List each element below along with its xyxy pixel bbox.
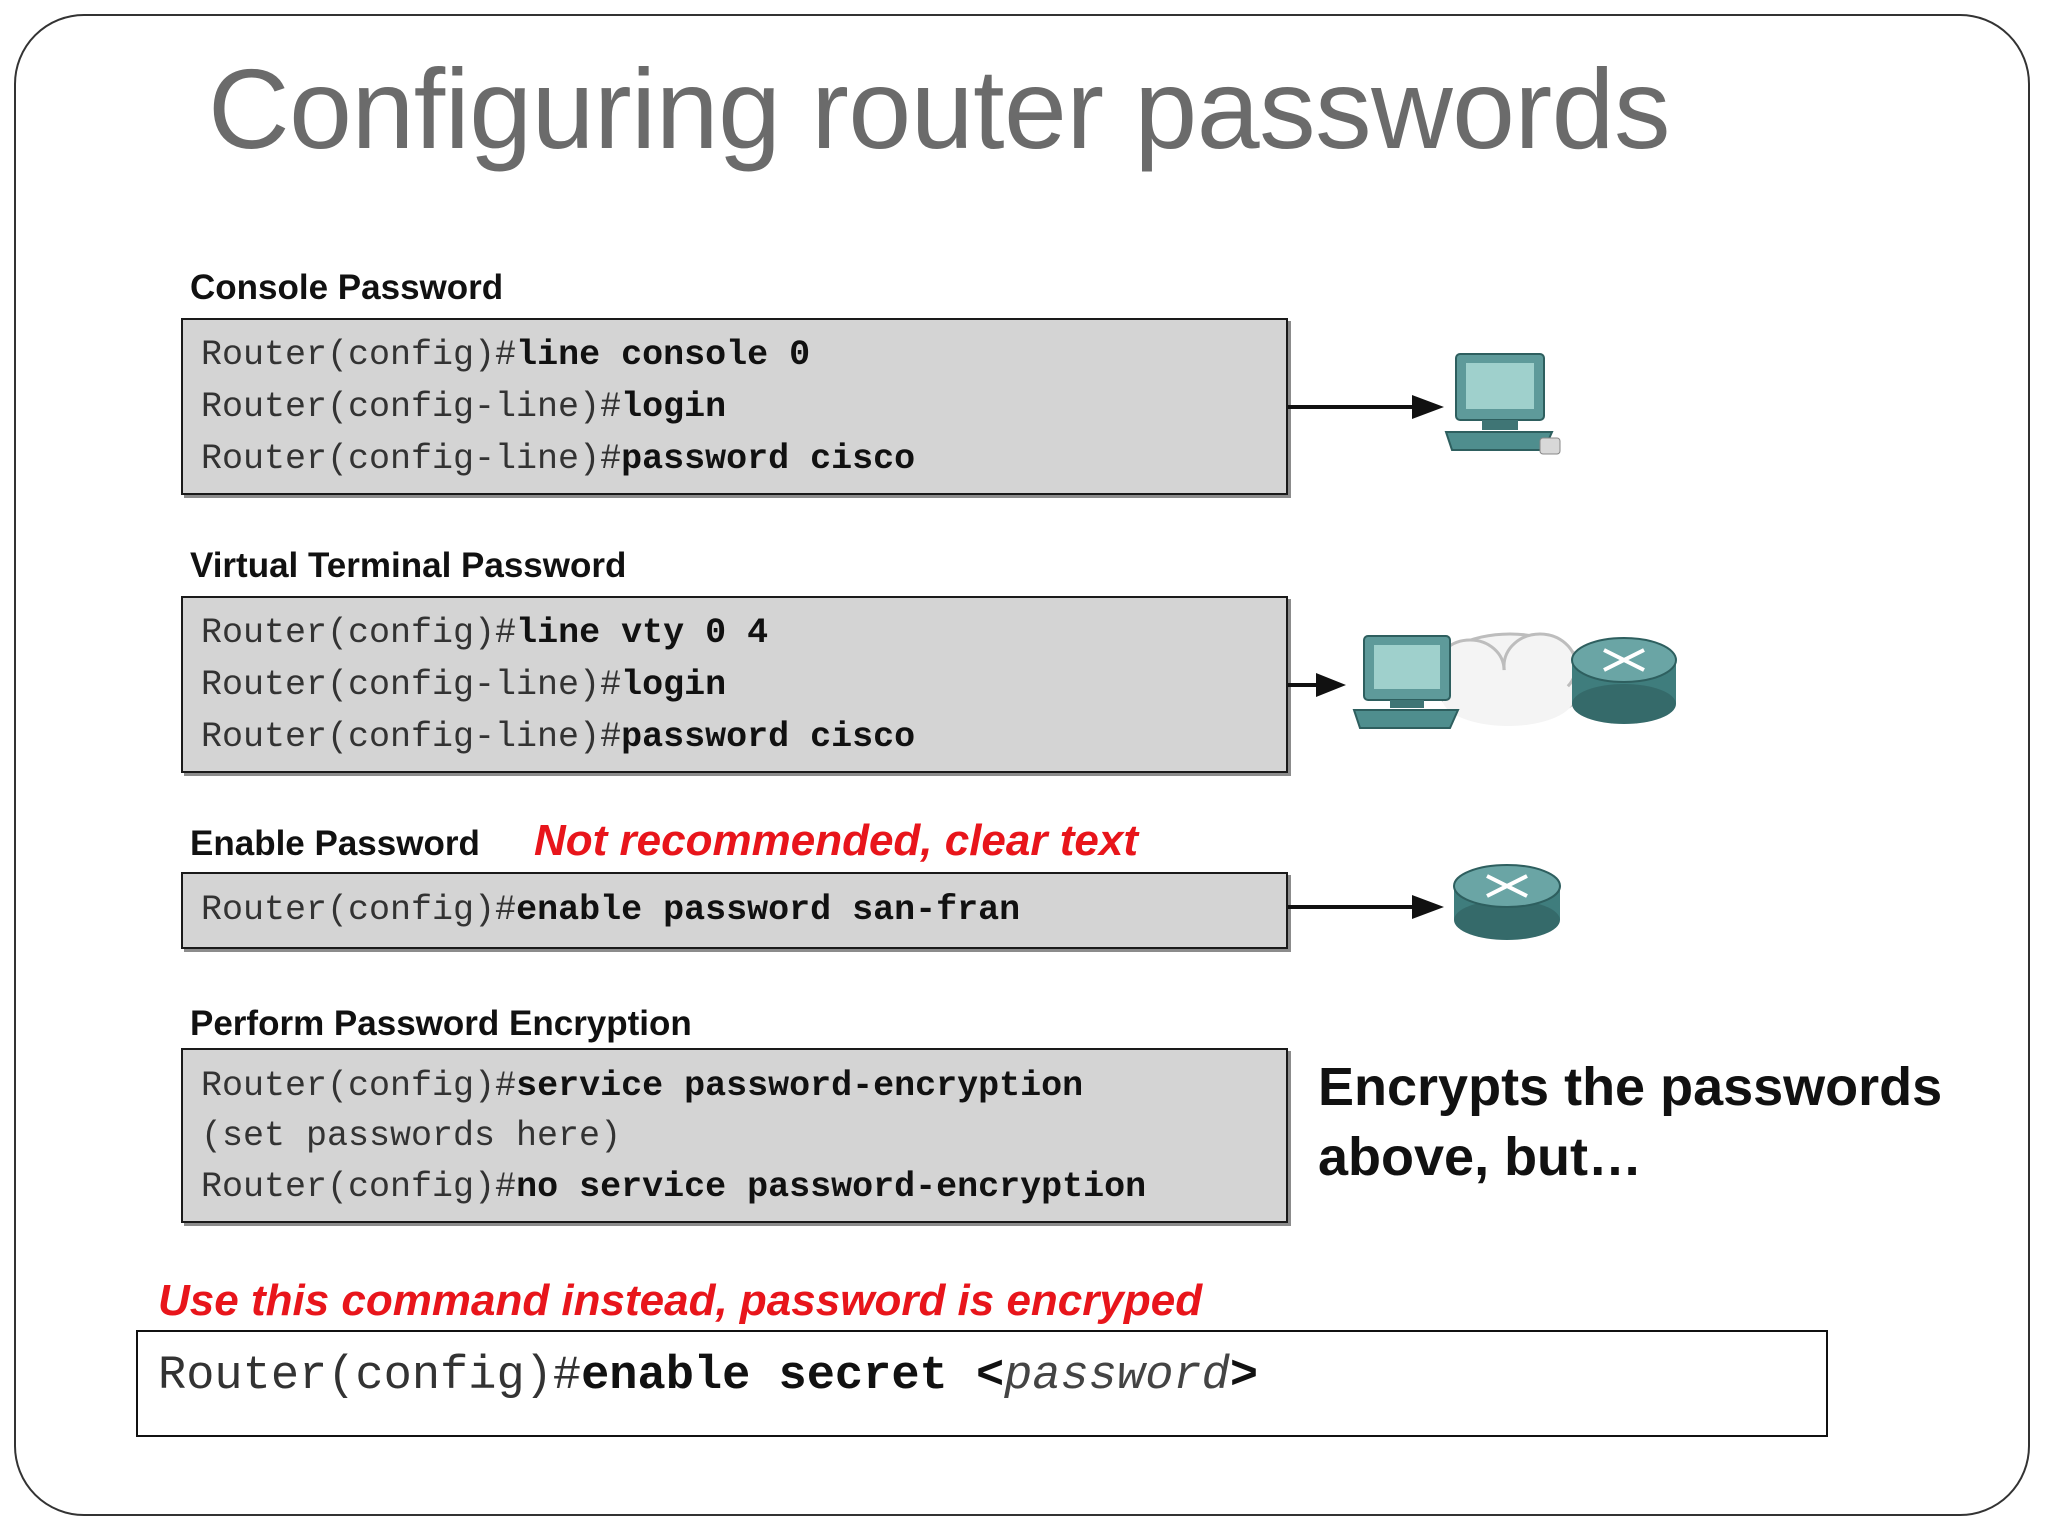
code-line: Router(config)#enable password san-fran <box>201 890 1021 930</box>
arrow-icon <box>1288 673 1346 697</box>
vty-password-label: Virtual Terminal Password <box>190 546 627 585</box>
code-line: Router(config)#line console 0 <box>201 335 811 375</box>
enable-secret-box: Router(config)#enable secret <password> <box>136 1330 1828 1437</box>
router-icon <box>1453 864 1561 940</box>
encrypts-note: Encrypts the passwords above, but… <box>1318 1052 1942 1192</box>
encrypts-note-line-2: above, but… <box>1318 1127 1643 1187</box>
use-secret-note: Use this command instead, password is en… <box>158 1276 1203 1325</box>
console-password-box: Router(config)#line console 0 Router(con… <box>181 318 1288 495</box>
pc-icon <box>1444 353 1561 455</box>
arrow-icon <box>1288 895 1444 919</box>
code-line: Router(config)#service password-encrypti… <box>201 1066 1084 1106</box>
slide-title: Configuring router passwords <box>208 46 1671 172</box>
pc-icon <box>1352 635 1460 729</box>
console-password-label: Console Password <box>190 268 504 307</box>
code-line: Router(config)#line vty 0 4 <box>201 613 769 653</box>
encryption-box: Router(config)#service password-encrypti… <box>181 1048 1288 1223</box>
enable-password-box: Router(config)#enable password san-fran <box>181 872 1288 949</box>
code-line: Router(config)#no service password-encry… <box>201 1167 1147 1207</box>
not-recommended-note: Not recommended, clear text <box>534 816 1138 865</box>
arrow-icon <box>1288 395 1444 419</box>
enable-password-label: Enable Password <box>190 824 480 863</box>
code-line: Router(config-line)#password cisco <box>201 717 916 757</box>
code-line: Router(config-line)#password cisco <box>201 439 916 479</box>
vty-network-diagram <box>1352 632 1677 729</box>
code-line: (set passwords here) <box>201 1116 622 1156</box>
encrypts-note-line-1: Encrypts the passwords <box>1318 1057 1943 1117</box>
encryption-label: Perform Password Encryption <box>190 1004 692 1043</box>
code-line: Router(config-line)#login <box>201 387 727 427</box>
router-icon <box>1571 637 1677 724</box>
vty-password-box: Router(config)#line vty 0 4 Router(confi… <box>181 596 1288 773</box>
enable-secret-command: Router(config)#enable secret <password> <box>158 1350 1259 1403</box>
code-line: Router(config-line)#login <box>201 665 727 705</box>
